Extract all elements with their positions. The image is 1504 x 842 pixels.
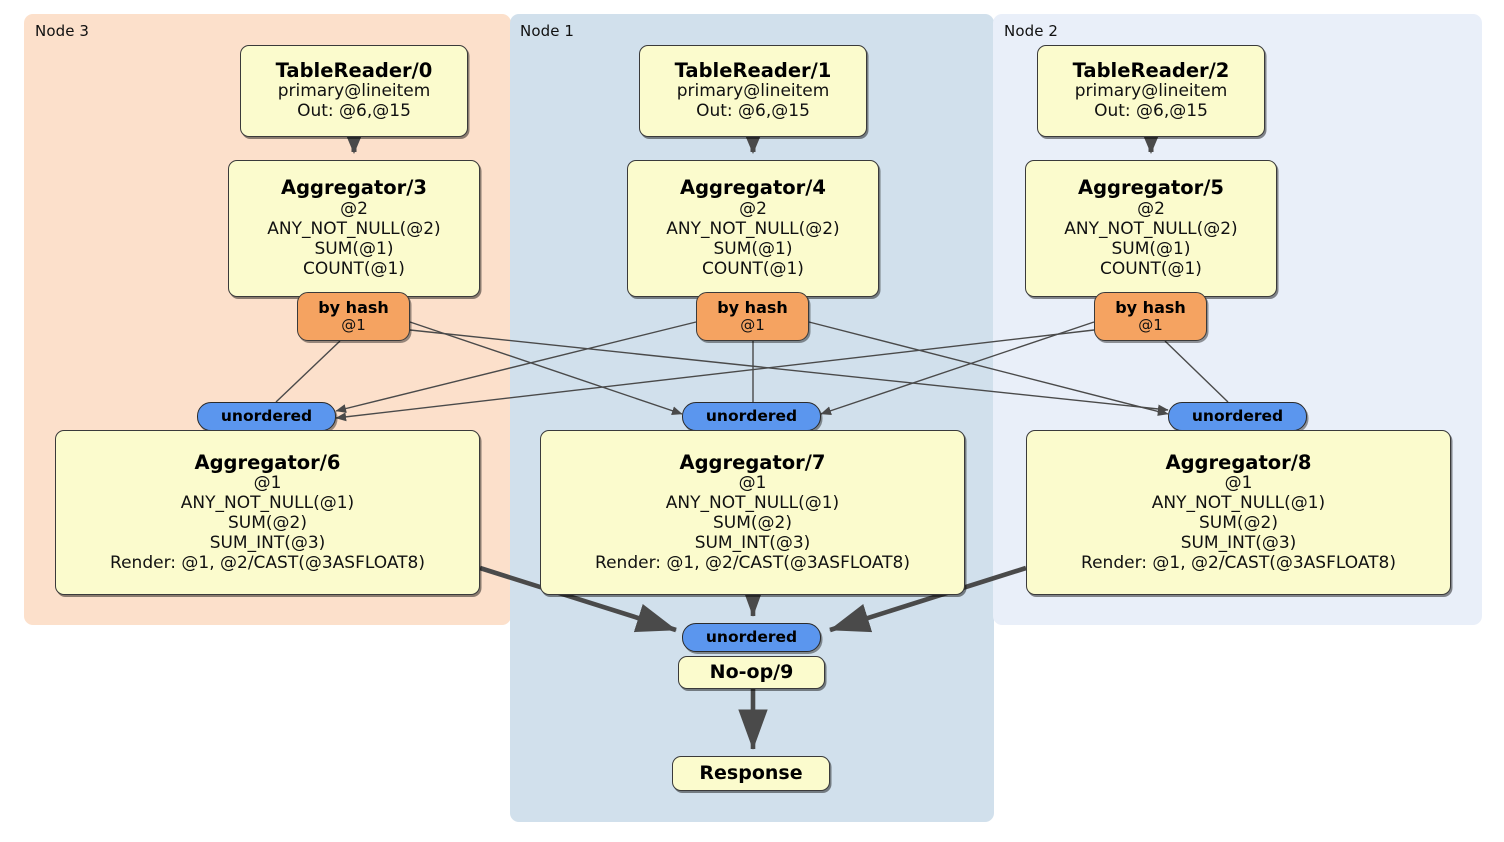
- node-line: ANY_NOT_NULL(@2): [267, 218, 441, 239]
- node-line: Out: @6,@15: [696, 101, 810, 122]
- node-aggregator-6[interactable]: Aggregator/6 @1 ANY_NOT_NULL(@1) SUM(@2)…: [55, 430, 480, 595]
- synchronizer-title: unordered: [705, 406, 798, 425]
- router-line: @1: [341, 316, 366, 335]
- node-tablereader-2[interactable]: TableReader/2 primary@lineitem Out: @6,@…: [1037, 45, 1265, 137]
- node-line: primary@lineitem: [277, 81, 431, 102]
- node-line: COUNT(@1): [1100, 258, 1202, 279]
- node-line: Out: @6,@15: [1094, 101, 1208, 122]
- node-aggregator-7[interactable]: Aggregator/7 @1 ANY_NOT_NULL(@1) SUM(@2)…: [540, 430, 965, 595]
- node-title: Aggregator/8: [1165, 450, 1312, 474]
- node-line: ANY_NOT_NULL(@2): [666, 218, 840, 239]
- node-line: SUM_INT(@3): [209, 532, 326, 553]
- router-title: by hash: [318, 298, 389, 318]
- node-title: TableReader/2: [1072, 58, 1230, 82]
- node-title: TableReader/1: [674, 58, 832, 82]
- router-line: @1: [740, 316, 765, 335]
- node-aggregator-5[interactable]: Aggregator/5 @2 ANY_NOT_NULL(@2) SUM(@1)…: [1025, 160, 1277, 297]
- node-unordered-1[interactable]: unordered: [682, 402, 821, 431]
- node-line: primary@lineitem: [676, 81, 830, 102]
- synchronizer-title: unordered: [1191, 406, 1284, 425]
- node-tablereader-0[interactable]: TableReader/0 primary@lineitem Out: @6,@…: [240, 45, 468, 137]
- panel-label-node1: Node 1: [520, 22, 575, 40]
- node-line: COUNT(@1): [303, 258, 405, 279]
- node-title: Response: [699, 762, 803, 785]
- node-line: SUM_INT(@3): [1180, 532, 1297, 553]
- node-title: Aggregator/6: [194, 450, 341, 474]
- node-noop-9[interactable]: No-op/9: [678, 656, 825, 689]
- node-line: @2: [1137, 199, 1165, 220]
- synchronizer-title: unordered: [705, 627, 798, 646]
- node-title: Aggregator/7: [679, 450, 826, 474]
- node-line: SUM(@2): [228, 512, 307, 533]
- node-aggregator-4[interactable]: Aggregator/4 @2 ANY_NOT_NULL(@2) SUM(@1)…: [627, 160, 879, 297]
- router-title: by hash: [717, 298, 788, 318]
- panel-label-node3: Node 3: [35, 22, 90, 40]
- node-tablereader-1[interactable]: TableReader/1 primary@lineitem Out: @6,@…: [639, 45, 867, 137]
- node-aggregator-3[interactable]: Aggregator/3 @2 ANY_NOT_NULL(@2) SUM(@1)…: [228, 160, 480, 297]
- node-line: COUNT(@1): [702, 258, 804, 279]
- router-line: @1: [1138, 316, 1163, 335]
- node-render-line: Render: @1, @2/CAST(@3ASFLOAT8): [110, 552, 425, 573]
- node-title: Aggregator/4: [680, 176, 826, 200]
- synchronizer-title: unordered: [220, 406, 313, 425]
- node-router-by-hash-0[interactable]: by hash @1: [297, 292, 410, 341]
- node-line: ANY_NOT_NULL(@2): [1064, 218, 1238, 239]
- router-title: by hash: [1115, 298, 1186, 318]
- node-render-line: Render: @1, @2/CAST(@3ASFLOAT8): [1081, 552, 1396, 573]
- node-title: TableReader/0: [275, 58, 433, 82]
- node-title: Aggregator/3: [281, 176, 427, 200]
- node-unordered-2[interactable]: unordered: [1168, 402, 1307, 431]
- node-line: SUM(@2): [1199, 512, 1278, 533]
- node-render-line: Render: @1, @2/CAST(@3ASFLOAT8): [595, 552, 910, 573]
- node-line: ANY_NOT_NULL(@1): [665, 492, 840, 513]
- node-line: @2: [340, 199, 368, 220]
- node-line: @2: [739, 199, 767, 220]
- node-line: SUM(@1): [314, 238, 394, 259]
- node-line: SUM(@2): [713, 512, 792, 533]
- node-aggregator-8[interactable]: Aggregator/8 @1 ANY_NOT_NULL(@1) SUM(@2)…: [1026, 430, 1451, 595]
- node-line: SUM_INT(@3): [694, 532, 811, 553]
- node-router-by-hash-1[interactable]: by hash @1: [696, 292, 809, 341]
- node-response[interactable]: Response: [672, 756, 830, 791]
- node-router-by-hash-2[interactable]: by hash @1: [1094, 292, 1207, 341]
- node-line: ANY_NOT_NULL(@1): [1151, 492, 1326, 513]
- panel-label-node2: Node 2: [1004, 22, 1059, 40]
- node-line: ANY_NOT_NULL(@1): [180, 492, 355, 513]
- node-line: @1: [1224, 473, 1253, 494]
- node-line: primary@lineitem: [1074, 81, 1228, 102]
- node-line: SUM(@1): [713, 238, 793, 259]
- node-line: @1: [253, 473, 282, 494]
- node-line: @1: [738, 473, 767, 494]
- node-unordered-final[interactable]: unordered: [682, 623, 821, 652]
- node-line: Out: @6,@15: [297, 101, 411, 122]
- node-line: SUM(@1): [1111, 238, 1191, 259]
- node-unordered-0[interactable]: unordered: [197, 402, 336, 431]
- node-title: Aggregator/5: [1078, 176, 1224, 200]
- node-title: No-op/9: [709, 661, 794, 684]
